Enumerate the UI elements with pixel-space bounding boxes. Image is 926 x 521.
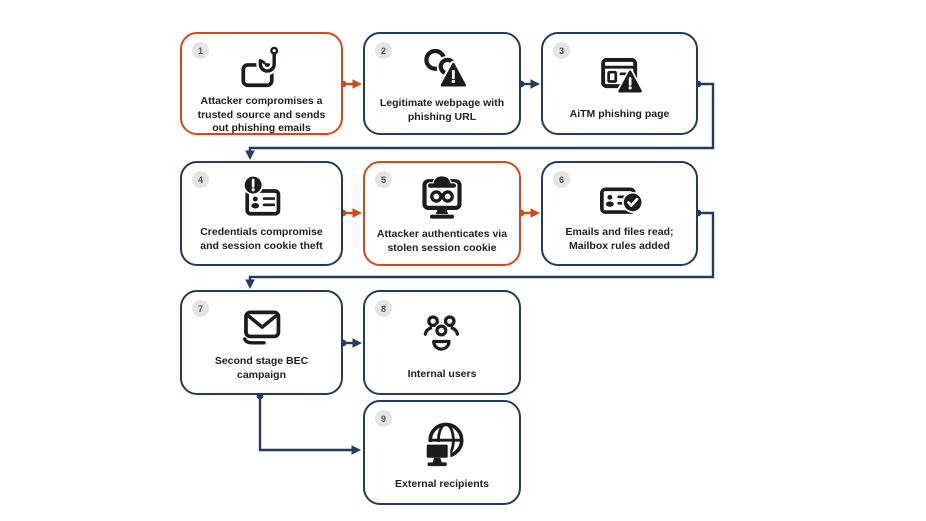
flow-box-second-stage-bec: 7 Second stage BEC campaign bbox=[180, 290, 343, 395]
flow-box-credentials-compromise: 4 Credentials compromise and session coo… bbox=[180, 161, 343, 266]
people-group-icon bbox=[365, 292, 519, 368]
step-number-badge: 9 bbox=[375, 410, 392, 427]
step-number-badge: 1 bbox=[192, 42, 209, 59]
flow-box-label: Emails and files read; Mailbox rules add… bbox=[565, 226, 674, 252]
id-card-alert-icon bbox=[182, 163, 341, 226]
spy-monitor-icon bbox=[365, 163, 519, 228]
link-warning-icon bbox=[365, 34, 519, 97]
flow-box-internal-users: 8 Internal users bbox=[363, 290, 521, 395]
phishing-email-icon bbox=[182, 34, 341, 95]
step-number-badge: 2 bbox=[375, 42, 392, 59]
flow-box-attacker-authenticates: 5 Attacker authenticates via stolen sess… bbox=[363, 161, 521, 266]
flow-box-label: Credentials compromise and session cooki… bbox=[200, 226, 323, 252]
flow-box-emails-files-read: 6 Emails and files read; Mailbox rules a… bbox=[541, 161, 698, 266]
envelope-icon bbox=[182, 292, 341, 355]
flow-box-attacker-compromises: 1 Attacker compromises a trusted source … bbox=[180, 32, 343, 135]
step-number-badge: 7 bbox=[192, 300, 209, 317]
flow-box-label: Internal users bbox=[407, 368, 477, 381]
step-number-badge: 3 bbox=[553, 42, 570, 59]
id-card-check-icon bbox=[543, 163, 696, 226]
globe-monitor-icon bbox=[365, 402, 519, 478]
flow-box-label: Second stage BEC campaign bbox=[214, 355, 309, 381]
flow-box-legitimate-webpage: 2 Legitimate webpage with phishing URL bbox=[363, 32, 521, 135]
flow-box-label: Attacker authenticates via stolen sessio… bbox=[376, 228, 508, 254]
flow-box-label: External recipients bbox=[395, 478, 489, 491]
connector-7-9 bbox=[256, 392, 361, 455]
flow-box-external-recipients: 9 External recipients bbox=[363, 400, 521, 505]
step-number-badge: 5 bbox=[375, 171, 392, 188]
step-number-badge: 4 bbox=[192, 171, 209, 188]
step-number-badge: 6 bbox=[553, 171, 570, 188]
flow-box-label: Legitimate webpage with phishing URL bbox=[379, 97, 505, 123]
flow-box-label: Attacker compromises a trusted source an… bbox=[197, 95, 326, 135]
step-number-badge: 8 bbox=[375, 300, 392, 317]
flow-box-aitm-phishing-page: 3 AiTM phishing page bbox=[541, 32, 698, 135]
flow-box-label: AiTM phishing page bbox=[569, 108, 670, 121]
browser-warning-icon bbox=[543, 34, 696, 108]
